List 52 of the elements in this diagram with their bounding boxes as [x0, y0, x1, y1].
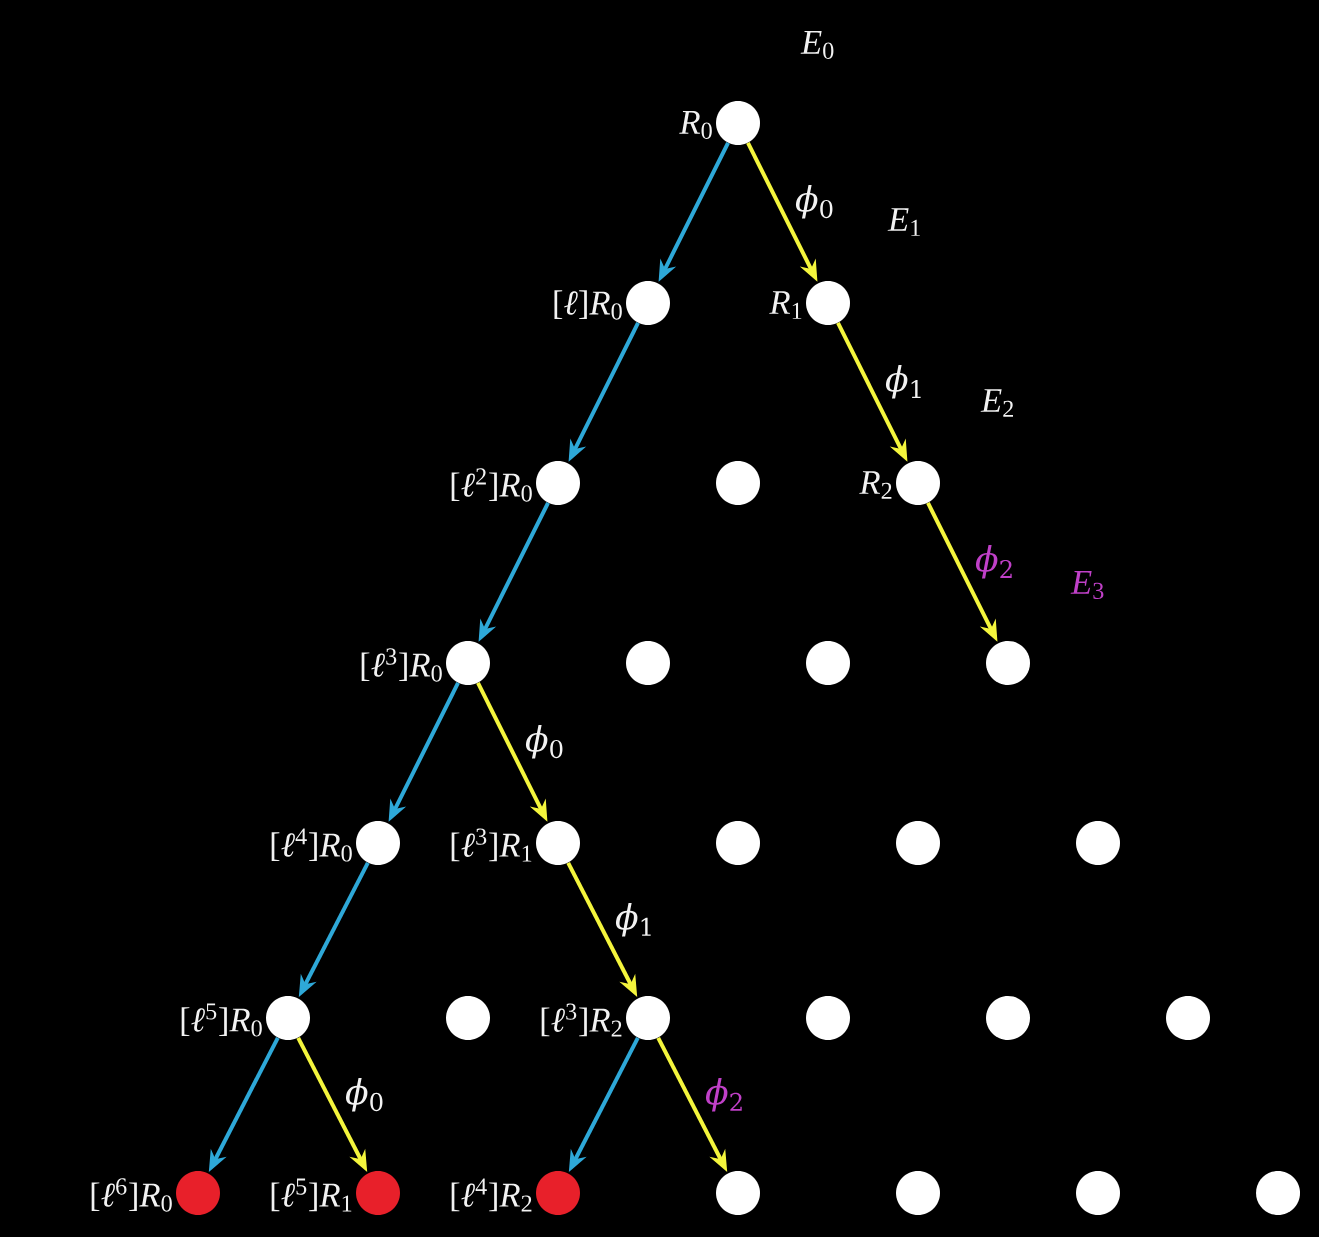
dot — [536, 1171, 580, 1215]
node-label: R$_{2}$ — [859, 471, 892, 499]
edge-label: ϕ$_{0}$ — [525, 725, 563, 759]
dot — [536, 461, 580, 505]
dot — [986, 641, 1030, 685]
dot — [1076, 821, 1120, 865]
node-label: [ℓ$^{3}$]R$_{1}$ — [451, 828, 532, 862]
dot — [356, 821, 400, 865]
dot — [716, 101, 760, 145]
node-label: [ℓ$^{3}$]R$_{0}$ — [361, 648, 442, 682]
dot — [806, 641, 850, 685]
dot — [266, 996, 310, 1040]
dot — [1166, 996, 1210, 1040]
dot — [446, 641, 490, 685]
dot — [356, 1171, 400, 1215]
edge-label: ϕ$_{0}$ — [345, 1077, 383, 1112]
dot — [626, 641, 670, 685]
node-label: [ℓ$^{3}$]R$_{2}$ — [541, 1003, 622, 1037]
curve-label: E$_{3}$ — [1070, 571, 1104, 599]
node-label: R$_{0}$ — [679, 111, 712, 139]
node-label: R$_{1}$ — [769, 291, 802, 319]
dot — [716, 821, 760, 865]
dot — [716, 1171, 760, 1215]
dot — [716, 461, 760, 505]
node-label: [ℓ$^{6}$]R$_{0}$ — [91, 1178, 172, 1212]
dot — [536, 821, 580, 865]
dot — [176, 1171, 220, 1215]
dot — [806, 996, 850, 1040]
edge-label: ϕ$_{2}$ — [705, 1077, 742, 1112]
edge-label: ϕ$_{1}$ — [615, 902, 651, 937]
node-label: [ℓ$^{4}$]R$_{2}$ — [451, 1178, 532, 1212]
curve-label: E$_{2}$ — [980, 389, 1013, 417]
node-label: [ℓ$^{4}$]R$_{0}$ — [271, 828, 352, 862]
dot — [896, 1171, 940, 1215]
dot — [626, 281, 670, 325]
curve-label: E$_{1}$ — [887, 208, 920, 236]
node-label: [ℓ]R$_{0}$ — [554, 290, 622, 320]
dot — [896, 821, 940, 865]
edge-label: ϕ$_{2}$ — [975, 545, 1012, 579]
node-label: [ℓ$^{5}$]R$_{1}$ — [271, 1178, 352, 1212]
dot — [986, 996, 1030, 1040]
dot — [806, 281, 850, 325]
curve-label: E$_{0}$ — [800, 31, 834, 59]
edge-label: ϕ$_{0}$ — [795, 185, 833, 219]
dot — [1076, 1171, 1120, 1215]
dot — [1256, 1171, 1300, 1215]
node-label: [ℓ$^{2}$]R$_{0}$ — [451, 468, 532, 502]
dot — [896, 461, 940, 505]
edge-label: ϕ$_{1}$ — [885, 365, 921, 399]
dot — [626, 996, 670, 1040]
dot — [446, 996, 490, 1040]
node-label: [ℓ$^{5}$]R$_{0}$ — [181, 1003, 262, 1037]
